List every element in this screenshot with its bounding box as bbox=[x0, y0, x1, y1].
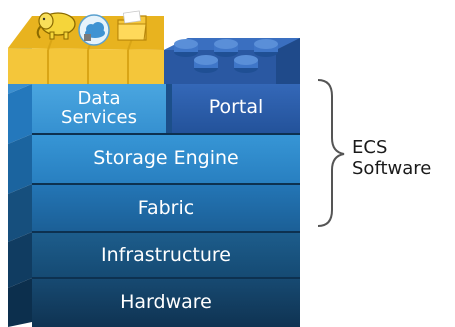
ecs-software-label: ECS Software bbox=[352, 137, 431, 179]
storage-engine-label: Storage Engine bbox=[93, 147, 239, 169]
data-services-label-line1: Data bbox=[77, 88, 121, 109]
fabric-label: Fabric bbox=[137, 197, 195, 219]
hardware-layer bbox=[32, 278, 300, 327]
storage-engine-layer bbox=[32, 134, 300, 184]
lego-studs bbox=[174, 39, 278, 73]
portal-label: Portal bbox=[208, 96, 264, 118]
curly-brace bbox=[317, 79, 345, 227]
infrastructure-label: Infrastructure bbox=[100, 244, 231, 266]
fabric-layer bbox=[32, 184, 300, 232]
folder-icon bbox=[117, 10, 147, 41]
data-services-label-line2: Services bbox=[61, 107, 137, 128]
infrastructure-layer bbox=[32, 232, 300, 278]
elephant-icon bbox=[36, 12, 76, 40]
layer-separators bbox=[32, 133, 300, 279]
ecs-software-label-line1: ECS bbox=[352, 137, 388, 158]
ecs-software-label-line2: Software bbox=[352, 158, 432, 179]
portal-layer bbox=[172, 84, 300, 134]
data-services-label: Data Services bbox=[32, 89, 166, 127]
hardware-label: Hardware bbox=[120, 291, 212, 313]
cloud-icon bbox=[78, 14, 110, 46]
data-services-layer bbox=[32, 84, 166, 134]
